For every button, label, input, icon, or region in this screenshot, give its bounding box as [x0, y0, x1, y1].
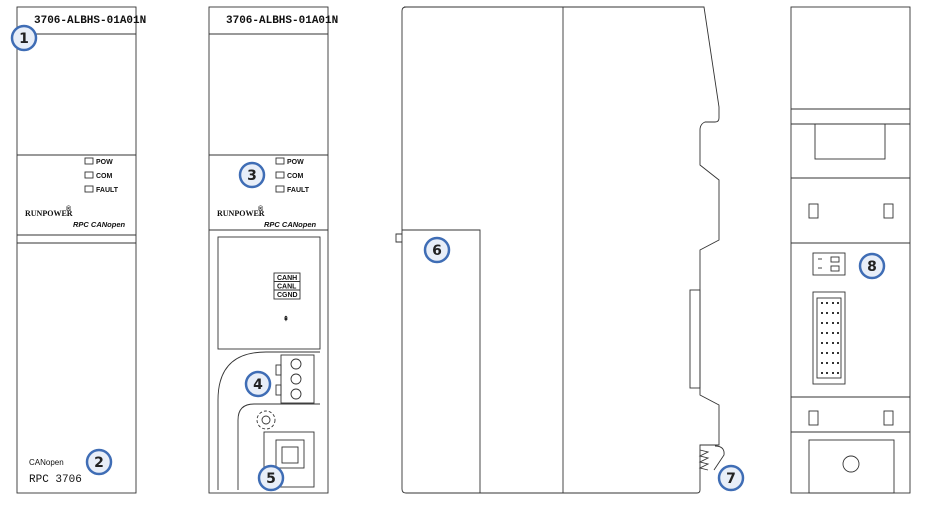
- back-clip-right-top: [883, 203, 894, 219]
- back-clip-right-bottom: [883, 410, 894, 426]
- usb-symbol-icon: ⇞: [283, 315, 289, 323]
- front-housing: [16, 6, 137, 494]
- callout-7-label: 7: [726, 471, 736, 487]
- callout-2: 2: [85, 448, 113, 476]
- brand-label: RUNPOWER: [25, 209, 73, 218]
- brand-label-2: RUNPOWER: [217, 209, 265, 218]
- callout-1: 1: [10, 24, 38, 52]
- led-fault-2: [275, 185, 285, 193]
- back-view: [790, 6, 911, 494]
- side-cutout: [402, 229, 481, 493]
- callout-5: 5: [257, 464, 285, 492]
- front-view-open: 3706-ALBHS-01A01N POW COM FAULT RUNPOWER…: [208, 6, 338, 494]
- callout-4: 4: [244, 370, 272, 398]
- callout-2-label: 2: [94, 455, 104, 471]
- callout-8: 8: [858, 252, 886, 280]
- led-com: [84, 171, 94, 179]
- led-label-fault: FAULT: [96, 187, 119, 194]
- terminal-block: [280, 354, 315, 404]
- latch-spring-icon: [698, 449, 710, 471]
- mount-hole: [842, 455, 860, 473]
- lower-curve-inner: [237, 403, 320, 490]
- bottom-label-line1: CANopen: [29, 458, 64, 467]
- terminal-canl: CANL: [277, 284, 297, 291]
- front-view-plain: 3706-ALBHS-01A01N POW COM FAULT RUNPOWER…: [16, 6, 146, 494]
- usb-port-housing: [263, 431, 315, 488]
- side-rail-slot: [689, 289, 701, 389]
- callout-3: 3: [238, 161, 266, 189]
- callout-5-label: 5: [266, 471, 276, 487]
- protocol-label-2: RPC CANopen: [264, 220, 317, 229]
- brand-mark-2: ®: [258, 205, 264, 213]
- led-label-com: COM: [96, 173, 113, 180]
- side-housing: [401, 6, 720, 494]
- bottom-label-line2: RPC 3706: [29, 474, 82, 486]
- model-label-2: 3706-ALBHS-01A01N: [226, 15, 338, 27]
- protocol-label: RPC CANopen: [73, 220, 126, 229]
- model-label: 3706-ALBHS-01A01N: [34, 15, 146, 27]
- dip-switch: [812, 252, 846, 276]
- callout-4-label: 4: [253, 377, 263, 393]
- led-fault: [84, 185, 94, 193]
- screw-icon: [256, 410, 276, 430]
- back-clip-left-top: [808, 203, 819, 219]
- led-pow-2: [275, 157, 285, 165]
- callout-3-label: 3: [247, 168, 257, 184]
- led-com-2: [275, 171, 285, 179]
- terminal-panel: [217, 236, 321, 350]
- usb-port: [275, 439, 305, 469]
- back-clip-left-bottom: [808, 410, 819, 426]
- callout-1-label: 1: [19, 31, 29, 47]
- callout-8-label: 8: [867, 259, 877, 275]
- led-pow: [84, 157, 94, 165]
- led-label-com-2: COM: [287, 173, 304, 180]
- backplane-connector: [812, 291, 846, 385]
- front-open-housing: [208, 6, 329, 494]
- side-view: [395, 6, 725, 494]
- brand-mark: ®: [66, 205, 72, 213]
- terminal-label-box: [273, 272, 301, 300]
- led-label-fault-2: FAULT: [287, 187, 310, 194]
- lower-curve-outer: [217, 351, 320, 490]
- callout-6-label: 6: [432, 243, 442, 259]
- terminal-canh: CANH: [277, 275, 297, 282]
- connector-pins: [821, 302, 839, 374]
- callout-6: 6: [423, 236, 451, 264]
- led-label-pow-2: POW: [287, 159, 304, 166]
- callout-7: 7: [717, 464, 745, 492]
- led-label-pow: POW: [96, 159, 113, 166]
- terminal-cgnd: CGND: [277, 292, 298, 299]
